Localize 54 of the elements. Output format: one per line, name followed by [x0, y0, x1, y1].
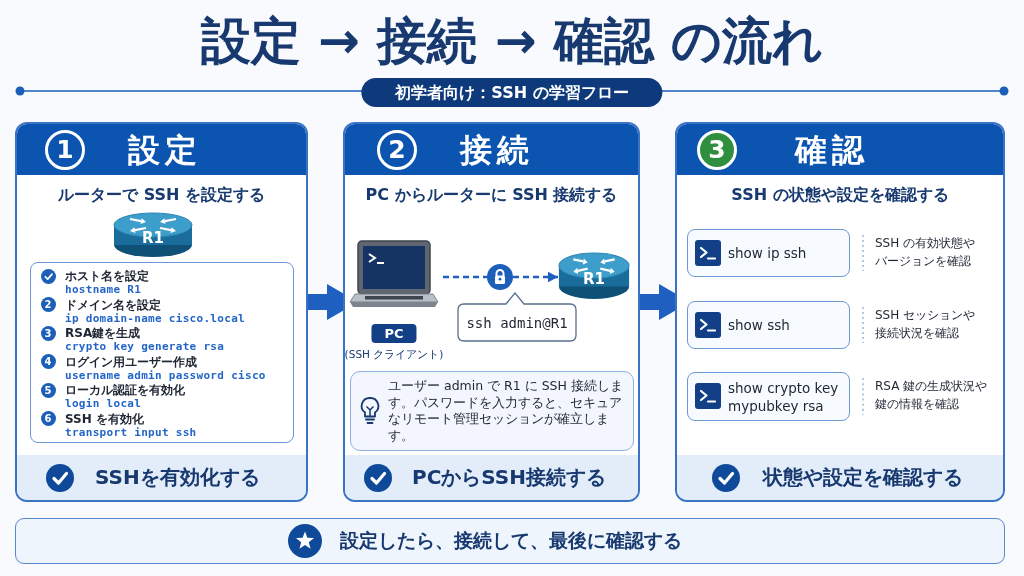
command-text: username admin password cisco: [65, 368, 266, 383]
banner-text: 設定したら、接続して、最後に確認する: [339, 528, 682, 553]
step-card: [675, 122, 1005, 502]
device-caption: (SSH クライアント): [344, 347, 444, 362]
command-text: ssh admin@R1: [466, 314, 568, 333]
command-text: show crypto key mypubkey rsa: [728, 378, 840, 415]
description-text: SSH の有効状態やバージョンを確認: [875, 235, 977, 270]
card-title: 確認: [795, 130, 869, 170]
card-title: 接続: [460, 130, 534, 170]
step-number: 2: [40, 297, 56, 312]
command-text: crypto key generate rsa: [65, 340, 225, 354]
summary-text: 状態や設定を確認する: [763, 464, 963, 491]
note-text: ユーザー admin で R1 に SSH 接続します。パスワードを入力すると、セキュアなリモート管理セッションが確立します。: [388, 378, 624, 444]
summary-banner: [15, 518, 1005, 564]
command-text: transport input ssh: [65, 425, 197, 440]
command-text: show ip ssh: [728, 244, 808, 262]
step-number: 4: [40, 354, 56, 369]
step-card: [15, 122, 308, 502]
description-text: RSA 鍵の生成状況や鍵の情報を確認: [875, 378, 989, 413]
step-heading: ホスト名を設定: [65, 268, 149, 284]
command-text: ip domain-name cisco.local: [65, 311, 245, 326]
summary-text: PCからSSH接続する: [412, 464, 606, 491]
step-heading: SSH を有効化: [65, 410, 144, 427]
step-number: 6: [40, 411, 56, 426]
card-subtitle: ルーターで SSH を設定する: [58, 184, 265, 206]
command-box: [687, 301, 850, 349]
card-title: 設定: [128, 130, 202, 170]
card-subtitle: PC からルーターに SSH 接続する: [365, 184, 618, 206]
step-number: 2: [377, 130, 417, 170]
command-text: login local: [65, 397, 142, 411]
step-number: 3: [697, 130, 737, 170]
description-text: SSH セッションや接続状況を確認: [875, 307, 977, 342]
step-number: 3: [40, 325, 56, 341]
step-heading: ログイン用ユーザー作成: [65, 353, 197, 370]
step-heading: ドメイン名を設定: [65, 296, 161, 312]
command-box: [687, 372, 850, 421]
router-label: R1: [142, 229, 164, 248]
command-text: show ssh: [728, 316, 791, 334]
command-box: [687, 229, 850, 277]
device-label: PC: [371, 324, 417, 343]
step-number: 1: [45, 130, 85, 170]
dashed-arrow: [443, 271, 558, 283]
note-box: [350, 371, 634, 451]
step-number: 5: [40, 382, 56, 398]
step-card: [343, 122, 640, 502]
step-list: [30, 262, 294, 443]
card-subtitle: SSH の状態や設定を確認する: [731, 184, 949, 206]
command-text: hostname R1: [65, 283, 142, 297]
summary-text: SSHを有効化する: [95, 464, 260, 491]
subtitle-pill: 初学者向け：SSH の学習フロー: [361, 78, 663, 107]
step-heading: RSA鍵を生成: [65, 325, 141, 341]
step-heading: ローカル認証を有効化: [65, 382, 185, 398]
router-label: R1: [583, 270, 605, 289]
title: 設定 → 接続 → 確認 の流れ: [200, 11, 824, 72]
